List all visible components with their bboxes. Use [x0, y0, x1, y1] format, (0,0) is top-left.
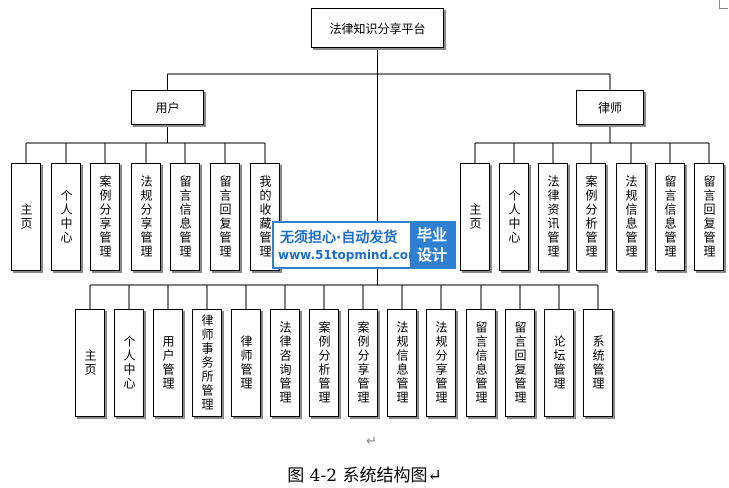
module-node-2-7: 案例分享管理: [348, 309, 378, 417]
module-node-0-4-label: 留言信息管理: [178, 175, 192, 259]
watermark: 无须担心·自动发货 www.51topmind.com 毕业 设计: [272, 221, 456, 269]
module-node-0-0-label: 主页: [19, 203, 33, 231]
module-node-2-13-label: 系统管理: [591, 335, 605, 391]
watermark-line1: 无须担心·自动发货: [280, 230, 398, 246]
module-node-1-5: 留言信息管理: [655, 163, 685, 271]
module-node-2-4: 律师管理: [231, 309, 261, 417]
branch-node-1-label: 律师: [597, 101, 622, 115]
module-node-1-2: 法律资讯管理: [538, 163, 568, 271]
module-node-1-1: 个人中心: [499, 163, 529, 271]
module-node-2-2: 用户管理: [153, 309, 183, 417]
module-node-2-11: 留言回复管理: [505, 309, 535, 417]
module-node-2-5: 法律咨询管理: [270, 309, 300, 417]
branch-node-0-label: 用户: [155, 101, 180, 115]
module-node-2-9: 法规分享管理: [426, 309, 456, 417]
module-node-2-0-label: 主页: [83, 349, 97, 377]
module-node-2-9-label: 法规分享管理: [434, 321, 448, 405]
module-node-2-1-label: 个人中心: [122, 335, 136, 391]
module-node-2-10-label: 留言信息管理: [474, 321, 488, 405]
module-node-1-6: 留言回复管理: [694, 163, 724, 271]
branch-node-0: 用户: [131, 90, 204, 125]
module-node-0-3-label: 法规分享管理: [139, 175, 153, 259]
module-node-0-1: 个人中心: [51, 163, 81, 271]
module-node-1-0: 主页: [460, 163, 490, 271]
branch-node-1: 律师: [576, 90, 644, 125]
module-node-1-3-label: 案例分析管理: [584, 175, 598, 259]
module-node-2-3-label: 律师事务所管理: [200, 314, 214, 412]
root-node-label: 法律知识分享平台: [329, 21, 426, 36]
module-node-2-2-label: 用户管理: [161, 335, 175, 391]
figure-caption: 图 4-2 系统结构图↵: [287, 466, 442, 486]
module-node-2-11-label: 留言回复管理: [513, 321, 527, 405]
module-node-2-4-label: 律师管理: [239, 335, 253, 391]
module-node-2-13: 系统管理: [583, 309, 613, 417]
module-node-2-1: 个人中心: [114, 309, 144, 417]
module-node-2-8: 法规信息管理: [387, 309, 417, 417]
watermark-badge: 毕业 设计: [410, 223, 454, 267]
root-node: 法律知识分享平台: [311, 8, 444, 48]
module-node-2-6-label: 案例分析管理: [317, 321, 331, 405]
module-node-0-5-label: 留言回复管理: [218, 175, 232, 259]
module-node-0-0: 主页: [11, 163, 41, 271]
module-node-0-5: 留言回复管理: [210, 163, 240, 271]
module-node-2-12: 论坛管理: [544, 309, 574, 417]
module-node-2-6: 案例分析管理: [309, 309, 339, 417]
paragraph-mark: ↵: [366, 434, 377, 449]
module-node-2-5-label: 法律咨询管理: [278, 321, 292, 405]
watermark-badge-line1: 毕业: [416, 226, 447, 244]
module-node-2-7-label: 案例分享管理: [356, 321, 370, 405]
module-node-2-3: 律师事务所管理: [192, 309, 222, 417]
watermark-text-block: 无须担心·自动发货 www.51topmind.com: [274, 223, 421, 267]
module-node-2-8-label: 法规信息管理: [395, 321, 409, 405]
watermark-url: www.51topmind.com: [278, 248, 421, 262]
module-node-1-6-label: 留言回复管理: [702, 175, 716, 259]
module-node-0-1-label: 个人中心: [59, 189, 73, 245]
module-node-1-2-label: 法律资讯管理: [546, 175, 560, 259]
module-node-2-0: 主页: [75, 309, 105, 417]
module-node-1-1-label: 个人中心: [507, 189, 521, 245]
module-node-0-6-label: 我的收藏管理: [258, 175, 272, 259]
module-node-1-0-label: 主页: [468, 203, 482, 231]
module-node-1-4-label: 法规信息管理: [624, 175, 638, 259]
module-node-2-12-label: 论坛管理: [552, 335, 566, 391]
module-node-0-3: 法规分享管理: [131, 163, 161, 271]
module-node-0-2: 案例分享管理: [90, 163, 120, 271]
page-corner-mark: [719, 0, 728, 9]
module-node-0-6: 我的收藏管理: [250, 163, 280, 271]
module-node-2-10: 留言信息管理: [466, 309, 496, 417]
module-node-1-3: 案例分析管理: [576, 163, 606, 271]
watermark-badge-line2: 设计: [416, 246, 447, 264]
connector-lines: [25, 48, 710, 309]
module-node-1-4: 法规信息管理: [616, 163, 646, 271]
module-node-1-5-label: 留言信息管理: [663, 175, 677, 259]
module-node-0-4: 留言信息管理: [170, 163, 200, 271]
module-node-0-2-label: 案例分享管理: [98, 175, 112, 259]
